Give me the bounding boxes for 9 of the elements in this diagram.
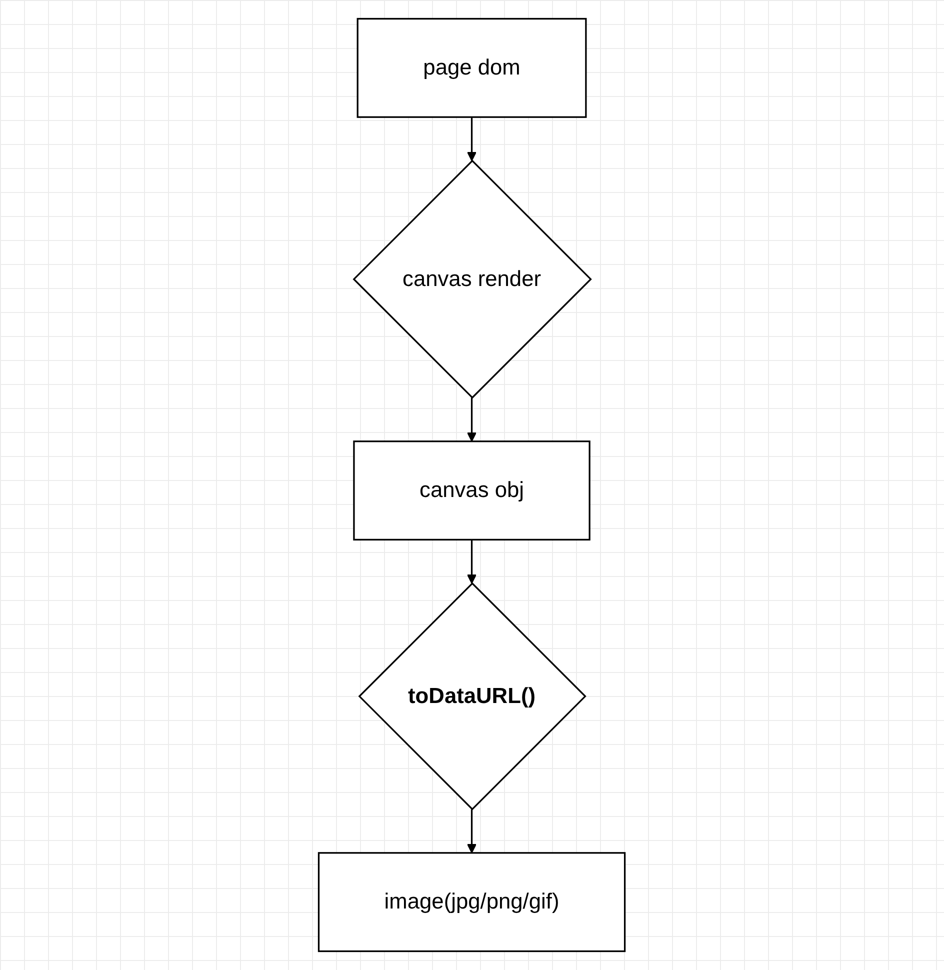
arrow <box>467 540 477 584</box>
node-diamond: canvas render <box>352 160 592 399</box>
arrow <box>467 398 477 442</box>
node-box: image(jpg/png/gif) <box>318 852 626 952</box>
node-box: page dom <box>357 18 587 118</box>
node-diamond: toDataURL() <box>358 582 587 810</box>
arrow <box>467 117 477 162</box>
node-box: canvas obj <box>353 440 591 540</box>
arrow <box>467 809 477 854</box>
